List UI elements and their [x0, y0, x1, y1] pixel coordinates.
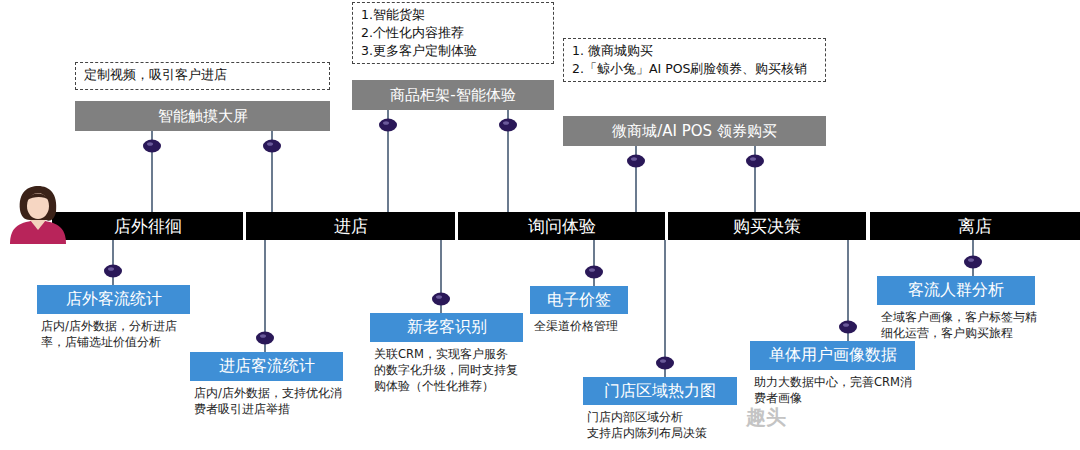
stage-label: 离店	[958, 215, 992, 238]
box-heading: 门店区域热力图	[583, 377, 737, 405]
box-heading: 进店客流统计	[190, 352, 343, 381]
box-description: 助力大数据中心，完善CRM消费者画像	[754, 375, 919, 407]
timeline-connector	[964, 240, 982, 276]
timeline-connector	[656, 240, 674, 377]
capability-box: 单体用户画像数据助力大数据中心，完善CRM消费者画像	[750, 341, 915, 370]
timeline-connector	[839, 240, 857, 341]
connector-dot	[143, 140, 161, 153]
box-heading: 客流人群分析	[877, 276, 1035, 305]
person-neck	[30, 220, 46, 230]
dot-highlight	[503, 121, 509, 125]
connector-dot	[964, 256, 982, 269]
person-face	[27, 193, 49, 219]
box-description: 全域客户画像，客户标签与精细化运营，客户购买旅程	[881, 310, 1041, 342]
timeline-connector	[627, 146, 645, 212]
dot-highlight	[660, 359, 666, 363]
connector-dot	[746, 155, 764, 168]
connector-dot	[256, 332, 274, 345]
capability-box: 电子价签全渠道价格管理	[530, 286, 628, 314]
feature-label: 智能触摸大屏	[158, 107, 248, 126]
capability-box: 客流人群分析全域客户画像，客户标签与精细化运营，客户购买旅程	[877, 276, 1035, 305]
feature-label: 商品柜架-智能体验	[390, 86, 515, 105]
timeline-connector	[256, 240, 274, 352]
stage-band: 离店	[870, 212, 1080, 240]
timeline-connector	[746, 146, 764, 212]
timeline-connector	[499, 110, 517, 212]
capability-box: 进店客流统计店内/店外数据，支持优化消费者吸引进店举措	[190, 352, 343, 381]
box-description: 店内/店外数据，支持优化消费者吸引进店举措	[194, 386, 344, 418]
connector-line	[112, 240, 114, 285]
note-text: 2.「鲸小兔」AI POS刷脸领券、购买核销	[572, 60, 817, 78]
connector-dot	[263, 140, 281, 153]
feature-box: 智能触摸大屏	[75, 101, 330, 131]
dot-highlight	[968, 258, 974, 262]
box-description: 店内/店外数据，分析进店率，店铺选址价值分析	[41, 319, 191, 351]
box-description: 门店内部区域分析	[587, 410, 737, 426]
person-fringe	[27, 194, 49, 200]
dot-highlight	[750, 157, 756, 161]
timeline-connector	[263, 131, 281, 212]
feature-label: 微商城/AI POS 领券购买	[612, 122, 777, 141]
dot-highlight	[631, 157, 637, 161]
stage-label: 询问体验	[528, 215, 596, 238]
stage-band: 店外徘徊	[52, 212, 243, 240]
person-hair	[20, 186, 57, 221]
feature-box: 微商城/AI POS 领券购买	[563, 116, 826, 146]
stage-band: 询问体验	[458, 212, 665, 240]
timeline-connector	[104, 240, 122, 285]
dot-highlight	[147, 142, 153, 146]
note-box: 定制视频，吸引客户进店	[75, 62, 330, 90]
timeline-connector	[432, 240, 450, 313]
note-text: 1. 微商城购买	[572, 42, 817, 60]
note-box: 1. 微商城购买2.「鲸小兔」AI POS刷脸领券、购买核销	[563, 38, 826, 82]
dot-highlight	[589, 268, 595, 272]
connector-dot	[839, 321, 857, 334]
connector-dot	[104, 265, 122, 278]
timeline-connector	[585, 240, 603, 286]
note-text: 定制视频，吸引客户进店	[84, 66, 321, 84]
connector-dot	[627, 155, 645, 168]
dot-highlight	[260, 334, 266, 338]
stage-band: 购买决策	[668, 212, 866, 240]
capability-box: 店外客流统计店内/店外数据，分析进店率，店铺选址价值分析	[37, 285, 190, 314]
timeline-connector	[379, 110, 397, 212]
watermark: 趣头	[746, 404, 786, 431]
stage-label: 进店	[334, 215, 368, 238]
connector-line	[593, 240, 595, 286]
capability-box: 新老客识别关联CRM，实现客户服务的数字化升级，同时支持复购体验（个性化推荐）	[370, 313, 523, 342]
stage-band: 进店	[246, 212, 455, 240]
capability-box: 门店区域热力图门店内部区域分析支持店内陈列布局决策	[583, 377, 737, 405]
connector-dot	[432, 293, 450, 306]
dot-highlight	[267, 142, 273, 146]
connector-line	[664, 240, 666, 377]
note-text: 1.智能货架	[361, 6, 545, 24]
box-description: 关联CRM，实现客户服务的数字化升级，同时支持复购体验（个性化推荐）	[374, 347, 519, 395]
stage-label: 购买决策	[733, 215, 801, 238]
note-text: 3.更多客户定制体验	[361, 42, 545, 60]
dot-highlight	[108, 267, 114, 271]
box-description: 全渠道价格管理	[534, 319, 654, 335]
stage-label: 店外徘徊	[114, 215, 182, 238]
connector-dot	[585, 266, 603, 279]
box-heading: 店外客流统计	[37, 285, 190, 314]
box-heading: 单体用户画像数据	[750, 341, 915, 370]
timeline-connector	[143, 131, 161, 212]
box-heading: 新老客识别	[370, 313, 523, 342]
dot-highlight	[436, 295, 442, 299]
dot-highlight	[383, 121, 389, 125]
dot-highlight	[843, 323, 849, 327]
connector-dot	[656, 357, 674, 370]
connector-dot	[379, 119, 397, 132]
box-heading: 电子价签	[530, 286, 628, 314]
customer-icon	[6, 186, 70, 244]
note-box: 1.智能货架2.个性化内容推荐3.更多客户定制体验	[352, 2, 554, 64]
connector-dot	[499, 119, 517, 132]
feature-box: 商品柜架-智能体验	[352, 80, 554, 110]
note-text: 2.个性化内容推荐	[361, 24, 545, 42]
box-description: 支持店内陈列布局决策	[587, 426, 737, 442]
